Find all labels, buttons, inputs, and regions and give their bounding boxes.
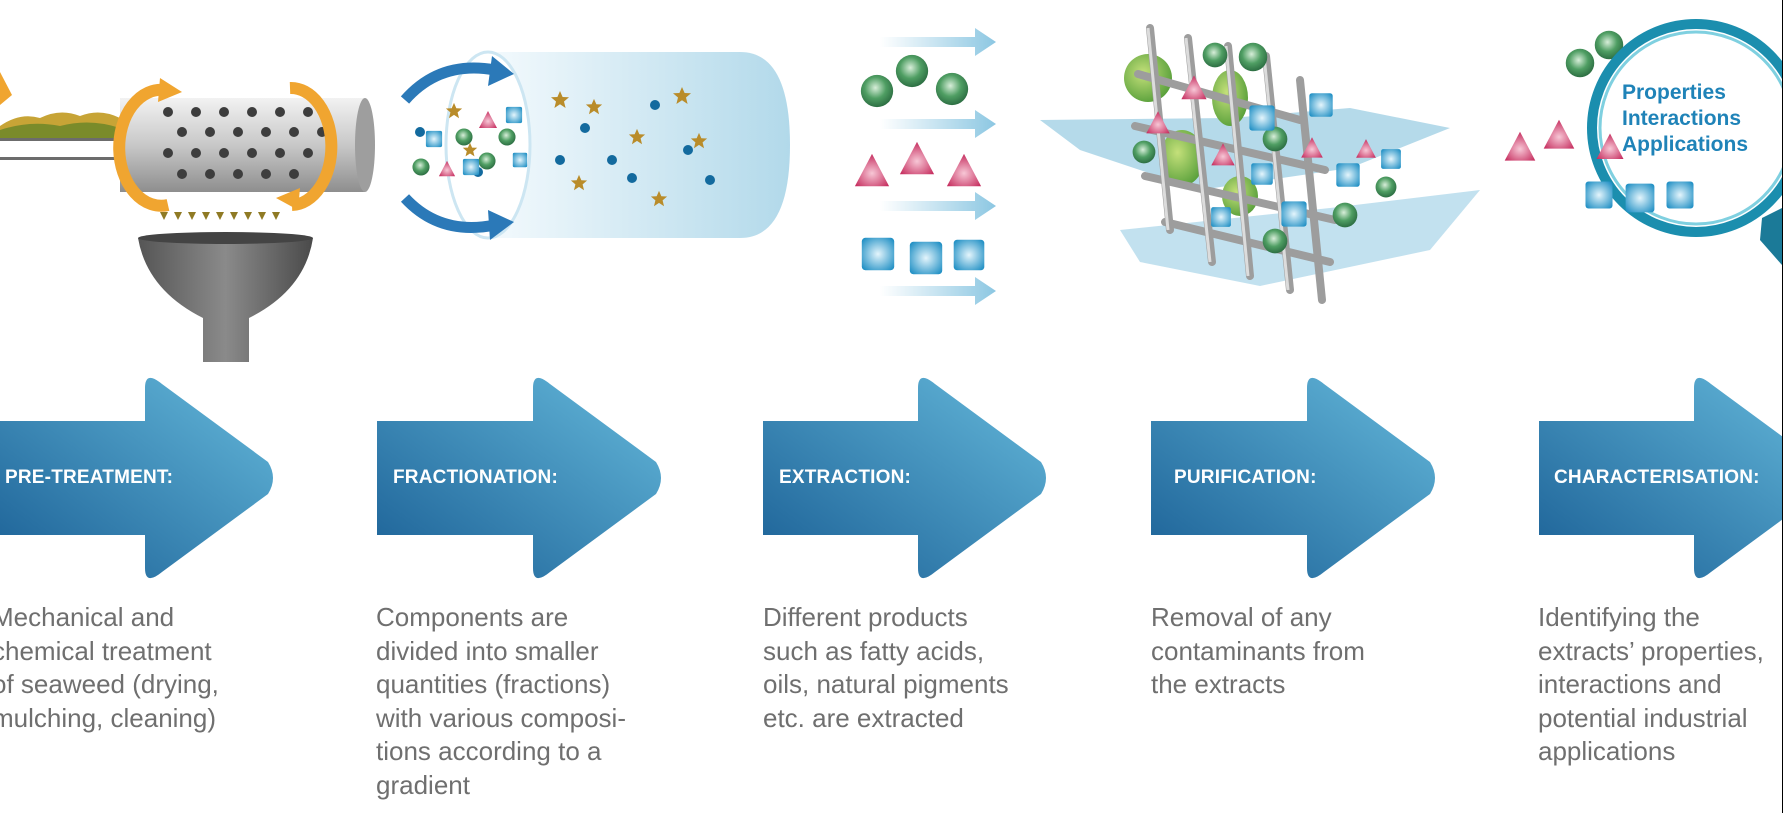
step-arrow-characterisation [1539,378,1783,578]
step-label-fractionation: FRACTIONATION: [393,467,558,488]
flow-arrows-icon [854,28,996,305]
step-arrows [0,377,1783,579]
lens-line-applications: Applications [1622,133,1749,156]
step-label-extraction: EXTRACTION: [779,467,912,488]
magnifier-text: Properties Interactions Applications [1622,80,1782,158]
step-arrow-extraction [763,377,1046,579]
lens-line-properties: Properties [1622,81,1726,104]
mesh-filter-icon [1040,24,1480,304]
step-arrow-pre-treatment [0,377,273,579]
step-arrow-fractionation [377,377,661,579]
lens-line-interactions: Interactions [1622,107,1742,130]
magnifier-icon [1504,19,1783,265]
roller-drum-icon [0,72,375,362]
step-label-characterisation: CHARACTERISATION: [1554,467,1760,488]
step-arrow-purification [1151,377,1435,579]
step-label-pre-treatment: PRE-TREATMENT: [5,467,174,488]
step-label-purification: PURIFICATION: [1174,467,1317,488]
step-desc-extraction: Different products such as fatty acids, … [763,602,1009,733]
step-desc-characterisation: Identifying the extracts’ properties, in… [1538,602,1764,766]
step-desc-pre-treatment: Mechanical and chemical treatment of sea… [0,602,219,733]
step-desc-fractionation: Components are divided into smaller quan… [376,602,626,800]
cylinder-icon [400,50,790,240]
step-desc-purification: Removal of any contaminants from the ext… [1151,602,1365,699]
